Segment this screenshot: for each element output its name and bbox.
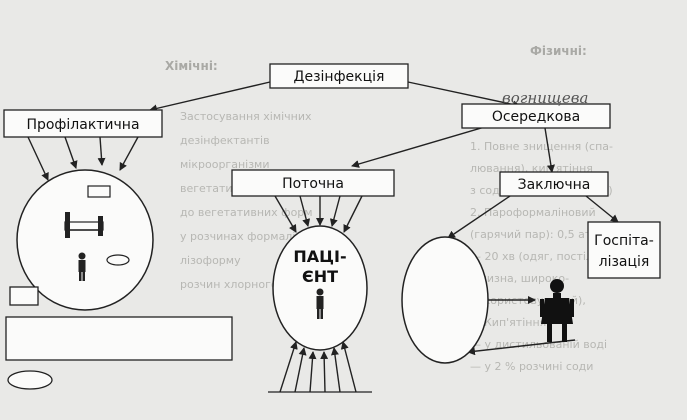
prophylactic-label: Профілактична	[26, 117, 139, 133]
bg-mid-line: Застосування хімічних	[180, 110, 312, 123]
oval-object-icon	[106, 254, 130, 266]
node-root: Дезінфекція	[269, 63, 409, 89]
legend-oval	[7, 370, 53, 390]
root-label: Дезінфекція	[294, 69, 385, 85]
edge-root-focal	[407, 81, 521, 109]
handwritten-note: вогнищева	[502, 89, 588, 107]
diagram-edges	[27, 81, 619, 393]
current-label: Поточна	[282, 176, 344, 192]
bg-right-line: — 20 хв (одяг, постільна	[470, 250, 613, 263]
person-icon	[78, 252, 86, 281]
bg-right-line: 3. Кип'ятіння:	[470, 316, 550, 329]
edge-final-hospitalization	[585, 195, 619, 223]
node-focal: Осередкова	[461, 103, 611, 129]
bed-icon	[64, 212, 104, 238]
node-prophylactic: Профілактична	[3, 109, 163, 138]
bg-right-line: 2. Пароформаліновий	[470, 206, 596, 219]
node-current: Поточна	[231, 169, 395, 197]
bg-right-line: 1. Повне знищення (спа-	[470, 140, 613, 153]
patient-person-icon	[316, 288, 324, 319]
hospitalization-label-2: лізація	[599, 254, 650, 270]
edge-focal-final	[544, 127, 555, 173]
prophylactic-room-circle	[16, 169, 154, 311]
patient-circle: ПАЦІ- ЄНТ	[272, 225, 368, 351]
node-hospitalization: Госпіта- лізація	[587, 221, 661, 279]
window-icon	[87, 185, 111, 198]
focal-label: Осередкова	[492, 109, 580, 125]
bg-mid-line: мікроорганізми	[180, 158, 270, 171]
edge-focal-current	[351, 125, 489, 168]
edge-root-prophylactic	[149, 81, 271, 113]
bg-mid-line: лізоформу	[180, 254, 241, 267]
hospitalization-label-1: Госпіта-	[594, 233, 654, 249]
edge-person-to-circle	[467, 339, 576, 356]
patient-label-1: ПАЦІ-	[293, 247, 346, 266]
patient-label-2: ЄНТ	[302, 267, 338, 286]
bg-right-line: білизна, широко-	[470, 272, 569, 285]
edge-final-left	[447, 195, 511, 239]
bg-mid-line: до вегетативних форм	[180, 206, 313, 219]
bg-mid-line: у розчинах формаліну	[180, 230, 310, 243]
bg-right-line: — у 2 % розчині соди	[470, 360, 593, 373]
bg-middle-column: Застосування хімічних дезінфектантів мікро…	[180, 110, 315, 291]
node-final: Заключна	[499, 171, 609, 197]
bg-heading-physical: Фізичні:	[530, 44, 587, 58]
final-label: Заключна	[518, 177, 591, 193]
woman-icon	[540, 279, 574, 342]
legend-small-box	[9, 286, 39, 306]
bg-heading-chemical: Хімічні:	[165, 59, 218, 73]
final-disinfection-circle	[401, 236, 489, 364]
legend-large-box	[5, 316, 233, 361]
bg-mid-line: дезінфектантів	[180, 134, 270, 147]
background-page-text: Фізичні: Хімічні: 1. Повне знищення (спа…	[165, 44, 656, 373]
